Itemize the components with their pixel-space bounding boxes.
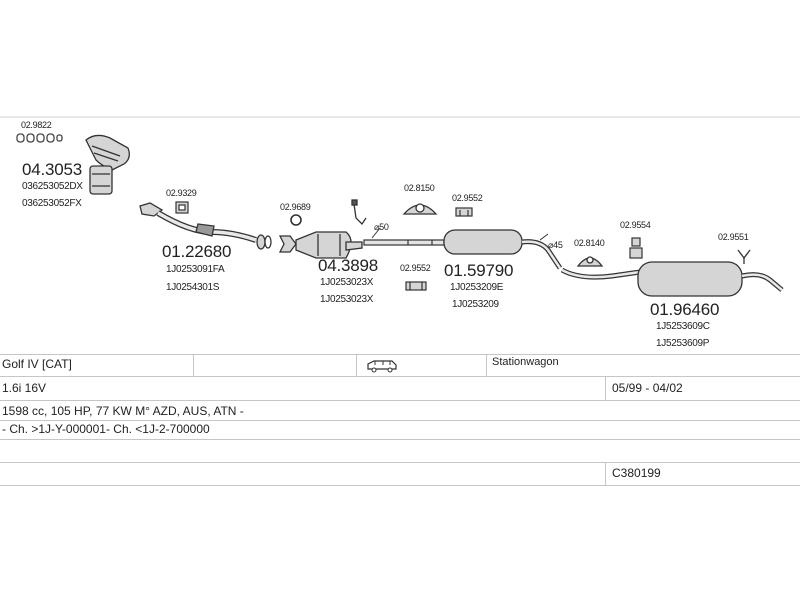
chassis-range: - Ch. >1J-Y-000001- Ch. <1J-2-700000 — [2, 422, 210, 436]
reference-number: 1J0253023X — [320, 294, 374, 305]
reference-number: 1J5253609C — [656, 321, 710, 332]
table-column-divider — [356, 354, 357, 376]
clamp-bracket-icon — [405, 281, 427, 291]
accessory-label: 02.9822 — [21, 120, 52, 130]
accessory-label: 02.9552 — [400, 263, 431, 273]
car-icon — [367, 360, 397, 373]
diameter-label: ⌀50 — [374, 222, 389, 232]
accessory-label: 02.9329 — [166, 188, 197, 198]
table-column-divider — [486, 354, 487, 376]
accessory-label: 02.9551 — [718, 232, 749, 242]
pipe-clamp-icon — [351, 199, 367, 226]
table-column-divider — [193, 354, 194, 376]
vehicle-model: Golf IV [CAT] — [2, 357, 72, 371]
middle-muffler-icon — [443, 229, 563, 270]
front-pipe-icon — [139, 202, 272, 250]
accessory-label: 02.8140 — [574, 238, 605, 248]
part-number: 04.3053 — [22, 160, 83, 179]
reference-number: 1J0253209E — [450, 282, 504, 293]
hanger-bracket-icon — [455, 207, 473, 217]
manifold-catalyst-icon — [85, 134, 130, 195]
diameter-label: ⌀45 — [548, 240, 563, 250]
part-number: 01.22680 — [162, 242, 232, 261]
reference-number: 1J0253091FA — [166, 264, 225, 275]
accessory-label: 02.9689 — [280, 202, 311, 212]
production-years: 05/99 - 04/02 — [612, 381, 683, 395]
reference-number: 036253052DX — [22, 181, 83, 192]
table-divider — [0, 354, 800, 355]
rubber-mount-rear-icon — [576, 256, 604, 267]
system-code: C380199 — [612, 466, 661, 480]
catalytic-converter-icon — [278, 231, 363, 259]
reference-number: 1J0253023X — [320, 277, 374, 288]
engine-specs: 1598 cc, 105 HP, 77 KW M° AZD, AUS, ATN … — [2, 404, 244, 418]
body-type: Stationwagon — [492, 356, 559, 368]
reference-number: 1J5253609P — [656, 338, 710, 349]
part-number: 04.3898 — [318, 256, 379, 275]
table-divider — [0, 462, 800, 463]
table-column-divider — [605, 376, 606, 400]
rubber-mount-icon — [402, 203, 438, 215]
table-divider — [0, 420, 800, 421]
table-divider — [0, 376, 800, 377]
reference-number: 1J0253209 — [452, 299, 499, 310]
reference-number: 036253052FX — [22, 198, 82, 209]
sealing-ring-icon — [290, 214, 302, 226]
accessory-label: 02.8150 — [404, 183, 435, 193]
table-column-divider — [605, 462, 606, 485]
accessory-label: 02.9554 — [620, 220, 651, 230]
rubber-hanger-icon — [629, 237, 643, 259]
clip-icon — [737, 249, 751, 264]
part-number: 01.96460 — [650, 300, 720, 319]
part-number: 01.59790 — [444, 261, 514, 280]
bracket-icon — [175, 201, 189, 214]
straight-pipe-icon — [363, 239, 445, 246]
table-divider — [0, 439, 800, 440]
gasket-set-icon — [16, 133, 63, 143]
table-divider — [0, 400, 800, 401]
reference-number: 1J0254301S — [166, 282, 220, 293]
table-divider — [0, 485, 800, 486]
rear-muffler-icon — [560, 261, 784, 297]
accessory-label: 02.9552 — [452, 193, 483, 203]
engine: 1.6i 16V — [2, 381, 47, 395]
